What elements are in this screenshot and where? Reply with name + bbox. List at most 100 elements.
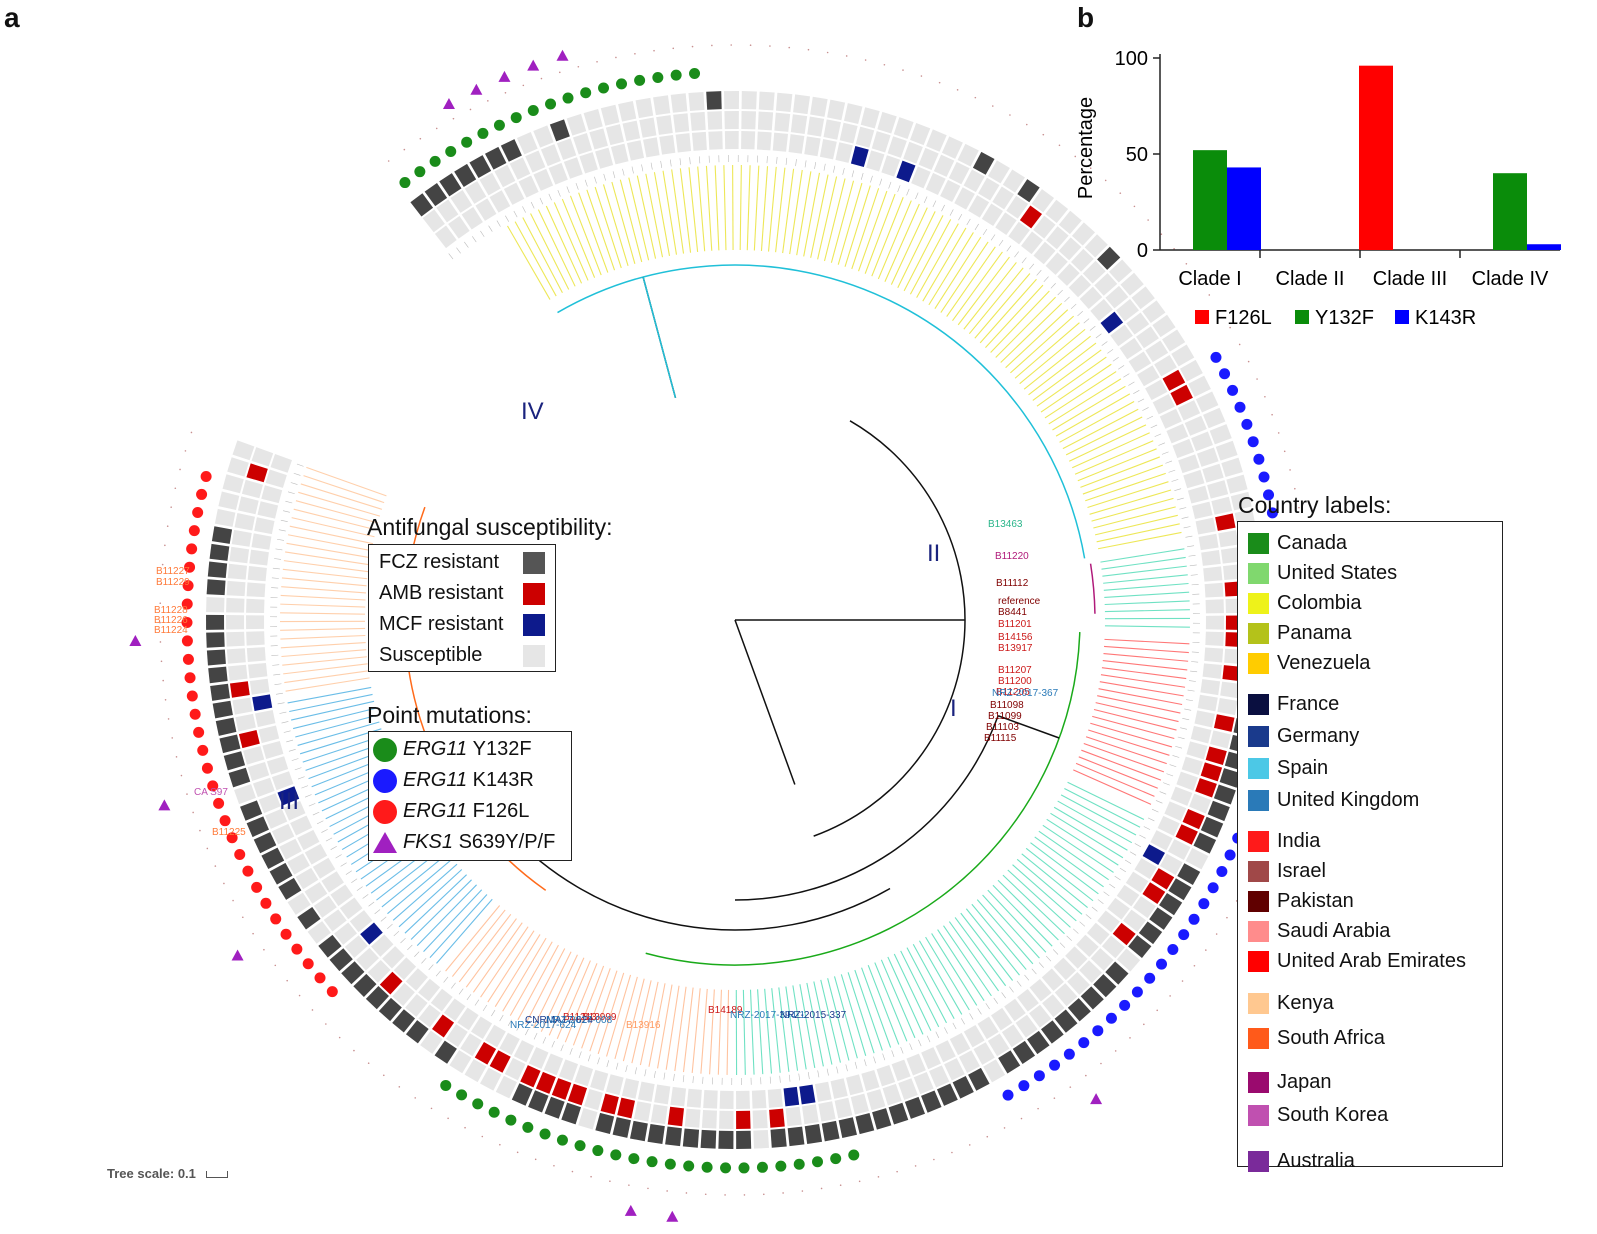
leaf-label-stroke (581, 968, 611, 1049)
leaf-label-stroke (280, 634, 366, 640)
ring-cell (210, 683, 231, 701)
outer-dot (199, 829, 201, 832)
leaf-tick (1006, 245, 1012, 252)
leaf-label-stroke (556, 960, 591, 1040)
ring-cell (222, 474, 244, 494)
outer-dot (672, 47, 675, 50)
tree-leaf-label: CA S97 (194, 787, 228, 798)
leaf-label-stroke (691, 988, 701, 1074)
leaf-label-stroke (810, 174, 829, 258)
country-label: Canada (1277, 531, 1348, 554)
mutation-dot (472, 1098, 484, 1110)
leaf-tick (1177, 736, 1185, 740)
ring-cell (1015, 1014, 1038, 1038)
ring-cell (612, 1117, 631, 1138)
leaf-label-stroke (282, 568, 368, 580)
ring-cell (1186, 741, 1208, 760)
outer-dot (1173, 247, 1175, 250)
ring-cell (700, 1129, 717, 1149)
leaf-label-stroke (833, 976, 858, 1059)
ring-cell (392, 1009, 416, 1033)
country-label: France (1277, 692, 1340, 715)
outer-dot (174, 487, 177, 490)
ring-cell (670, 93, 688, 113)
ring-cell (656, 115, 673, 135)
leaf-tick (935, 1031, 940, 1039)
leaf-label-stroke (1064, 788, 1141, 828)
ring-cell (509, 157, 531, 180)
tree-leaf-label: B11099 (988, 711, 1022, 722)
ring-cell (995, 212, 1017, 235)
ring-cell (307, 921, 331, 944)
leaf-label-stroke (1042, 824, 1114, 873)
ring-cell (1120, 272, 1144, 296)
country-item: United Kingdom (1238, 784, 1502, 816)
ring-cell (1167, 839, 1191, 860)
ring-cell (422, 209, 445, 233)
outer-dot (609, 1180, 611, 1183)
leaf-tick (879, 178, 883, 186)
ring-cell (904, 1096, 926, 1119)
ring-cell (1131, 286, 1155, 310)
leaf-tick (1147, 817, 1155, 822)
leaf-tick (923, 196, 928, 204)
country-swatch (1248, 693, 1269, 715)
ring-cell (318, 934, 342, 958)
ring-cell (1198, 533, 1219, 551)
leaf-label-stroke (968, 267, 1024, 335)
ring-cell (1200, 679, 1221, 696)
ring-cell (963, 169, 985, 193)
ring-cell (774, 112, 791, 132)
mutation-name: K143R (472, 769, 534, 791)
ring-cell (479, 172, 501, 196)
tree-leaf-label: B8441 (998, 607, 1027, 618)
outer-dot (596, 60, 598, 63)
ring-cell (887, 136, 907, 158)
leaf-tick (525, 1028, 529, 1036)
leaf-tick (1189, 564, 1197, 567)
ring-cell (434, 1040, 457, 1064)
branch (734, 619, 796, 785)
leaf-tick (689, 157, 691, 165)
ring-cell (1136, 326, 1159, 349)
ring-cell (957, 143, 979, 167)
leaf-label-stroke (1025, 847, 1094, 902)
leaf-tick (817, 1070, 820, 1078)
leaf-label-stroke (1046, 818, 1119, 866)
ring-cell (1182, 809, 1205, 830)
bars (1193, 65, 1561, 251)
legend-label-y132f: Y132F (1315, 307, 1374, 329)
country-item: India (1238, 826, 1502, 856)
ring-cell (1079, 960, 1102, 984)
ring-cell (232, 440, 255, 461)
ring-cell (277, 786, 300, 806)
purple-triangle-icon (373, 832, 397, 853)
outer-dot (711, 44, 713, 47)
ring-cell (1142, 882, 1166, 905)
country-swatch (1248, 1150, 1269, 1172)
ring-cell (234, 784, 256, 805)
mutation-dot (182, 653, 194, 665)
mutation-dot (1219, 368, 1231, 380)
leaf-tick (1095, 333, 1102, 339)
leaf-label-stroke (1080, 456, 1160, 488)
tree-leaf-label: B11229 (156, 577, 190, 588)
mutation-dot (201, 762, 213, 774)
country-item: Canada (1238, 528, 1502, 558)
country-swatch (1248, 789, 1269, 811)
ring-cell (753, 1129, 770, 1149)
ring-cell (573, 133, 593, 155)
leaf-tick (443, 976, 449, 983)
outer-dot (252, 932, 254, 935)
mutation-dot (1198, 898, 1210, 910)
ring-cell (757, 111, 774, 131)
leaf-tick (1165, 460, 1173, 464)
leaf-tick (1016, 980, 1022, 987)
outer-dot (590, 1175, 592, 1178)
country-label: Germany (1277, 724, 1360, 747)
leaf-tick (1176, 497, 1184, 501)
country-label: Panama (1277, 621, 1352, 644)
fks1-triangle (158, 799, 171, 811)
mcf-swatch (523, 613, 545, 636)
leaf-tick (1103, 891, 1110, 897)
